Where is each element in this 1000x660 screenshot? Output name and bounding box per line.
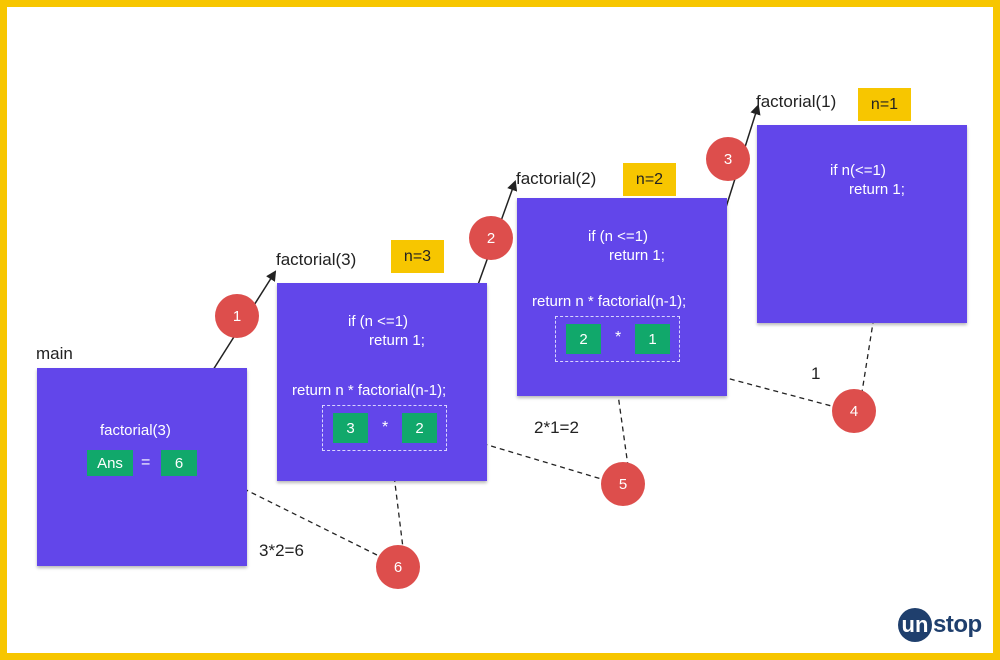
- step-circle-2: 2: [469, 216, 513, 260]
- factorial-2-return-rec: return n * factorial(n-1);: [532, 293, 687, 310]
- factorial-1-return-base: return 1;: [849, 181, 905, 198]
- factorial-2-left-value: 2: [566, 324, 601, 354]
- return-line-6-top: [391, 458, 404, 549]
- step-circle-6: 6: [376, 545, 420, 589]
- factorial-2-frame: if (n <=1) return 1; return n * factoria…: [517, 198, 727, 396]
- return-line-5-top: [614, 372, 629, 467]
- factorial-1-if: if n(<=1): [830, 162, 886, 179]
- factorial-2-product-box: [555, 316, 680, 362]
- return-note-3: 3*2=6: [259, 541, 304, 560]
- step-circle-3: 3: [706, 137, 750, 181]
- main-call-text: factorial(3): [100, 422, 171, 439]
- step-circle-5: 5: [601, 462, 645, 506]
- factorial-2-multiply: *: [615, 329, 622, 346]
- ans-value-box: 6: [161, 450, 197, 476]
- factorial-3-multiply: *: [382, 419, 389, 436]
- factorial-3-product-box: [322, 405, 447, 451]
- factorial-2-right-value: 1: [635, 324, 670, 354]
- factorial-3-right-value: 2: [402, 413, 437, 443]
- logo-initial: un: [898, 608, 932, 642]
- factorial-3-title: factorial(3): [276, 250, 357, 269]
- ans-label-box: Ans: [87, 450, 133, 476]
- factorial-3-if: if (n <=1): [348, 313, 409, 330]
- factorial-3-frame: if (n <=1) return 1; return n * factoria…: [277, 283, 487, 481]
- factorial-3-left-value: 3: [333, 413, 368, 443]
- logo-text: stop: [933, 611, 982, 638]
- factorial-2-return-base: return 1;: [609, 247, 665, 264]
- unstop-logo: un stop: [898, 607, 982, 643]
- main-title: main: [36, 344, 73, 363]
- return-note-2: 2*1=2: [534, 418, 579, 437]
- main-frame: factorial(3) Ans = 6: [37, 368, 247, 566]
- step-circle-4: 4: [832, 389, 876, 433]
- factorial-3-return-rec: return n * factorial(n-1);: [292, 382, 447, 399]
- factorial-2-badge: n=2: [623, 163, 676, 196]
- return-note-1: 1: [811, 364, 821, 383]
- factorial-2-title: factorial(2): [516, 169, 597, 188]
- step-circle-1: 1: [215, 294, 259, 338]
- factorial-1-title: factorial(1): [756, 92, 837, 111]
- factorial-1-frame: if n(<=1) return 1;: [757, 125, 967, 323]
- factorial-2-if: if (n <=1): [588, 228, 649, 245]
- factorial-1-badge: n=1: [858, 88, 911, 121]
- equals-sign: =: [141, 454, 151, 471]
- factorial-3-badge: n=3: [391, 240, 444, 273]
- factorial-3-return-base: return 1;: [369, 332, 425, 349]
